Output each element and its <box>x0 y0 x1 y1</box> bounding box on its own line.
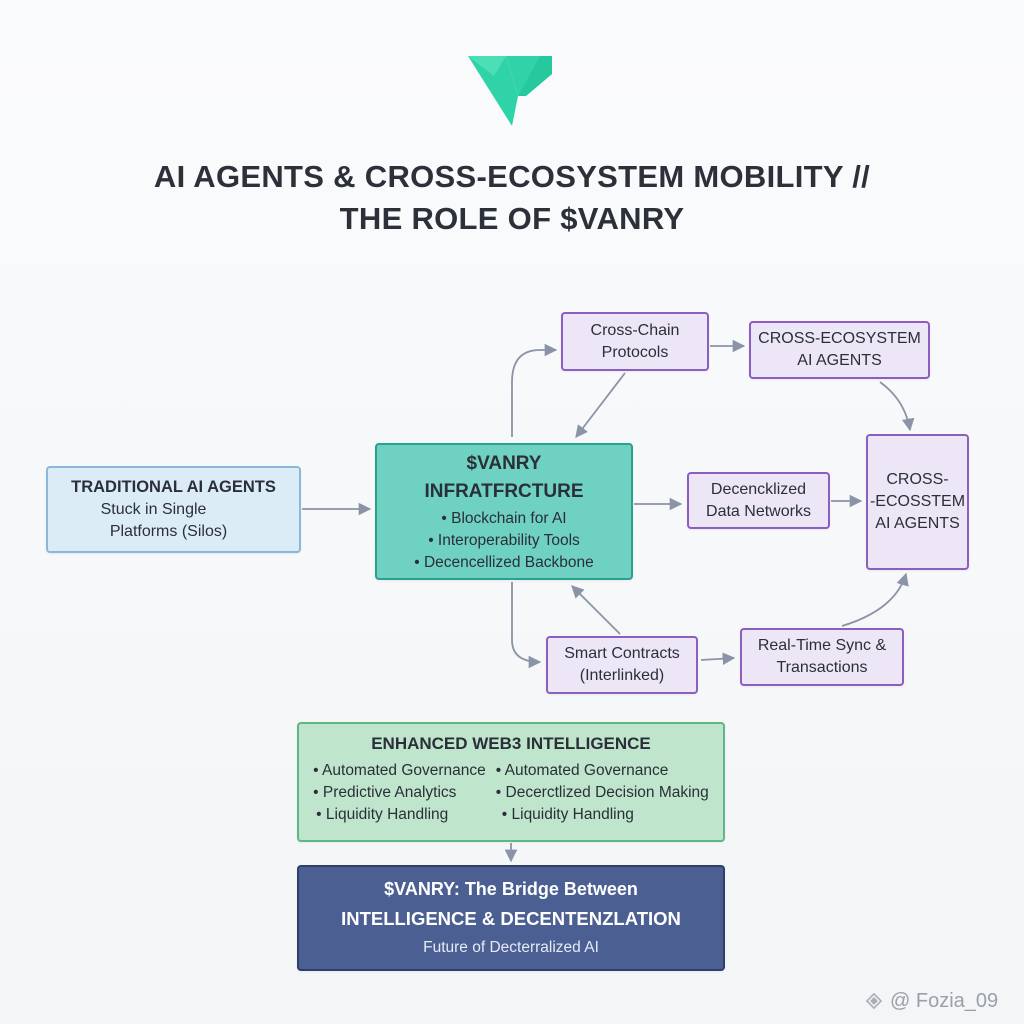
node-smart-contracts: Smart Contracts (Interlinked) <box>546 636 698 694</box>
enhanced-left-item: • Automated Governance <box>313 762 486 779</box>
page-title: AI AGENTS & CROSS-ECOSYSTEM MOBILITY // … <box>0 156 1024 240</box>
infra-bullet: • Blockchain for AI <box>441 509 567 527</box>
traditional-title: TRADITIONAL AI AGENTS <box>71 478 276 496</box>
watermark: @ Fozia_09 <box>862 986 998 1016</box>
arrow-infra-to-smart <box>511 582 542 669</box>
smart-line-1: Smart Contracts <box>564 645 680 662</box>
enhanced-title: ENHANCED WEB3 INTELLIGENCE <box>371 734 651 753</box>
bridge-line-3: Future of Decterralized AI <box>423 939 599 956</box>
node-vanry-bridge: $VANRY: The Bridge Between INTELLIGENCE … <box>297 865 725 971</box>
enhanced-left-item: • Predictive Analytics <box>313 784 457 801</box>
smart-line-2: (Interlinked) <box>579 667 665 684</box>
realtime-line-1: Real-Time Sync & <box>757 637 887 654</box>
traditional-line-2: Platforms (Silos) <box>109 523 228 540</box>
node-vanry-infrastructure: $VANRY INFRATFRCTURE • Blockchain for AI… <box>375 443 633 580</box>
arrow-smart-to-realtime <box>700 652 736 665</box>
enhanced-left-column: • Automated Governance • Predictive Anal… <box>313 760 486 826</box>
enhanced-right-item: • Decerctlized Decision Making <box>495 784 709 801</box>
node-data-networks: Decencklized Data Networks <box>687 472 830 529</box>
binance-diamond-icon <box>865 992 883 1010</box>
watermark-text: @ Fozia_09 <box>890 989 999 1012</box>
crosschain-line-2: Protocols <box>601 343 669 361</box>
title-line-1: AI AGENTS & CROSS-ECOSYSTEM MOBILITY // <box>153 159 871 194</box>
enhanced-right-column: • Automated Governance • Decerctlized De… <box>496 760 709 826</box>
arrow-infra-to-crosschain <box>511 343 558 437</box>
top-agents-line-2: AI AGENTS <box>797 352 882 369</box>
node-enhanced-web3-intelligence: ENHANCED WEB3 INTELLIGENCE • Automated G… <box>297 722 725 842</box>
data-line-2: Data Networks <box>706 502 811 520</box>
infra-title-2: INFRATFRCTURE <box>424 480 584 502</box>
node-traditional-ai-agents: TRADITIONAL AI AGENTS Stuck in Single Pl… <box>46 466 301 553</box>
arrow-smart-to-infra <box>571 585 621 635</box>
bridge-line-1: $VANRY: The Bridge Between <box>384 879 638 899</box>
enhanced-right-item: • Liquidity Handling <box>501 806 634 823</box>
arrow-crosschain-to-infra <box>575 372 626 439</box>
realtime-line-2: Transactions <box>776 659 868 676</box>
enhanced-columns: • Automated Governance • Predictive Anal… <box>299 760 723 826</box>
title-line-2: THE ROLE OF $VANRY <box>339 201 685 236</box>
infra-bullet: • Decencellized Backbone <box>414 553 594 571</box>
right-agents-line-2: -ECOSSTEM <box>869 493 966 510</box>
bridge-line-2: INTELLIGENCE & DECENTENZLATION <box>341 908 681 929</box>
enhanced-left-item: • Liquidity Handling <box>316 806 449 823</box>
infra-bullet: • Interoperability Tools <box>428 531 580 549</box>
node-realtime-sync: Real-Time Sync & Transactions <box>740 628 904 686</box>
top-agents-line-1: CROSS-ECOSYSTEM <box>758 330 921 347</box>
node-cross-ecosystem-top: CROSS-ECOSYSTEM AI AGENTS <box>749 321 930 379</box>
node-cross-ecosystem-right: CROSS- -ECOSSTEM AI AGENTS <box>866 434 969 570</box>
arrow-topagents-to-rightagents <box>879 381 915 432</box>
arrow-realtime-to-agents <box>841 572 909 627</box>
vanar-logo-icon <box>468 56 552 126</box>
node-cross-chain-protocols: Cross-Chain Protocols <box>561 312 709 371</box>
right-agents-line-1: CROSS- <box>886 471 949 488</box>
data-line-1: Decencklized <box>710 480 807 498</box>
crosschain-line-1: Cross-Chain <box>590 321 680 339</box>
right-agents-line-3: AI AGENTS <box>875 515 960 532</box>
infra-title-1: $VANRY <box>466 452 542 474</box>
enhanced-right-item: • Automated Governance <box>495 762 669 779</box>
traditional-line-1: Stuck in Single <box>100 501 207 518</box>
